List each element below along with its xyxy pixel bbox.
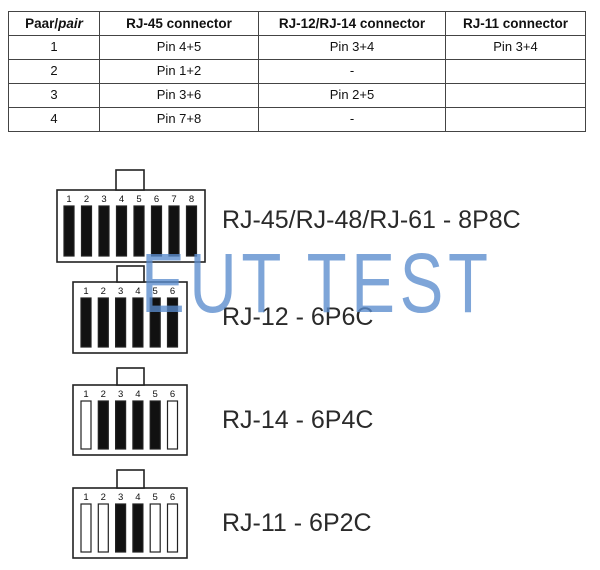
pin-number: 1 <box>83 286 88 297</box>
table-row: 3 Pin 3+6 Pin 2+5 <box>8 83 586 108</box>
pin-number: 3 <box>118 389 123 400</box>
table-cell: 4 <box>8 107 100 132</box>
pin-contact-filled <box>132 297 144 348</box>
connector-label: RJ-11 - 6P2C <box>222 509 372 537</box>
table-cell: - <box>258 107 446 132</box>
pin-assignment-table: Paar/pair RJ-45 connector RJ-12/RJ-14 co… <box>8 11 586 132</box>
pin-contact-filled <box>115 205 128 257</box>
pin-contact-filled <box>114 297 127 348</box>
connector-body <box>56 189 206 263</box>
pin-contact-empty <box>80 503 92 553</box>
pin-number: 4 <box>135 389 140 400</box>
connector-label: RJ-12 - 6P6C <box>222 303 373 331</box>
connector-latch <box>116 265 145 283</box>
pin-contact-filled <box>166 297 179 348</box>
pin-contact-filled <box>114 400 127 450</box>
connector-latch <box>116 469 145 489</box>
connector-label: RJ-14 - 6P4C <box>222 406 373 434</box>
pin-number: 4 <box>135 492 140 503</box>
pin-number: 5 <box>153 286 158 297</box>
pin-number: 2 <box>101 286 106 297</box>
pin-number: 6 <box>170 492 175 503</box>
pin-number: 7 <box>171 194 176 205</box>
pin-number: 1 <box>66 194 71 205</box>
table-cell <box>445 83 586 108</box>
table-cell: Pin 3+6 <box>99 83 259 108</box>
pin-number: 6 <box>154 194 159 205</box>
pin-contact-empty <box>97 503 109 553</box>
pin-contact-filled <box>132 503 144 553</box>
pin-number: 8 <box>189 194 194 205</box>
connector-latch <box>116 367 145 386</box>
pin-number: 5 <box>153 492 158 503</box>
table-cell: Pin 4+5 <box>99 35 259 60</box>
pin-number: 1 <box>83 389 88 400</box>
table-row: 1 Pin 4+5 Pin 3+4 Pin 3+4 <box>8 35 586 60</box>
table-cell: Pin 3+4 <box>445 35 586 60</box>
table-cell: Pin 7+8 <box>99 107 259 132</box>
pin-contact-filled <box>80 297 92 348</box>
pin-number: 4 <box>135 286 140 297</box>
pin-contact-empty <box>166 400 179 450</box>
header-rj11: RJ-11 connector <box>445 11 586 36</box>
pin-number: 3 <box>118 492 123 503</box>
pin-contact-filled <box>98 205 110 257</box>
pin-contact-filled <box>63 205 75 257</box>
pin-contact-filled <box>97 400 109 450</box>
pin-contact-filled <box>168 205 180 257</box>
table-row: 4 Pin 7+8 - <box>8 107 586 132</box>
connector-label: RJ-45/RJ-48/RJ-61 - 8P8C <box>222 206 521 234</box>
pin-contact-filled <box>114 503 127 553</box>
pin-contact-empty <box>166 503 179 553</box>
pin-contact-filled <box>97 297 109 348</box>
pin-number: 1 <box>83 492 88 503</box>
pin-number: 3 <box>101 194 106 205</box>
table-cell <box>445 107 586 132</box>
pin-contact-filled <box>80 205 93 257</box>
table-header-row: Paar/pair RJ-45 connector RJ-12/RJ-14 co… <box>8 11 586 36</box>
table-cell: 3 <box>8 83 100 108</box>
pin-number: 6 <box>170 286 175 297</box>
pin-contact-filled <box>133 205 145 257</box>
pin-contact-filled <box>150 205 163 257</box>
header-rj12-rj14: RJ-12/RJ-14 connector <box>258 11 446 36</box>
table-cell: Pin 2+5 <box>258 83 446 108</box>
pin-number: 2 <box>84 194 89 205</box>
pin-number: 4 <box>119 194 124 205</box>
connector-latch <box>115 169 145 191</box>
pin-number: 6 <box>170 389 175 400</box>
pin-number: 2 <box>101 389 106 400</box>
pin-number: 5 <box>136 194 141 205</box>
pin-contact-filled <box>185 205 198 257</box>
pin-contact-filled <box>149 297 161 348</box>
table-cell: Pin 3+4 <box>258 35 446 60</box>
pin-contact-filled <box>132 400 144 450</box>
pin-number: 3 <box>118 286 123 297</box>
pin-contact-empty <box>149 503 161 553</box>
pin-number: 2 <box>101 492 106 503</box>
header-pair: Paar/pair <box>8 11 100 36</box>
header-rj45: RJ-45 connector <box>99 11 259 36</box>
table-row: 2 Pin 1+2 - <box>8 59 586 84</box>
pin-contact-filled <box>149 400 161 450</box>
pin-number: 5 <box>153 389 158 400</box>
pin-contact-empty <box>80 400 92 450</box>
